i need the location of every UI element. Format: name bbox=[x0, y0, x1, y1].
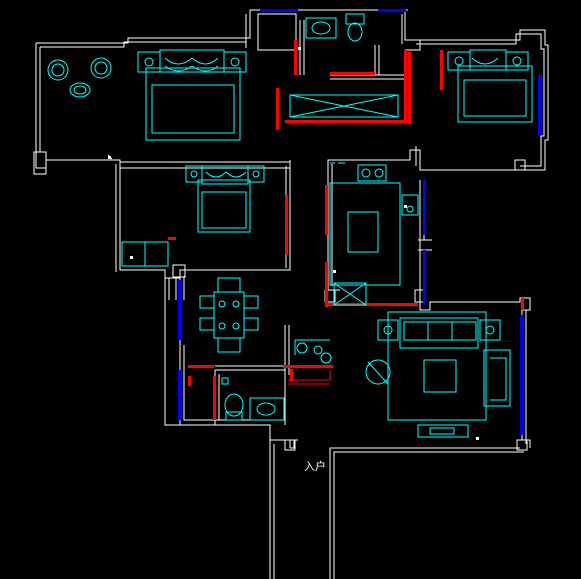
entry-cabinet bbox=[294, 339, 332, 364]
living-room-sofa-set bbox=[365, 311, 511, 438]
bedroom-3-bed bbox=[447, 49, 533, 123]
dining-table bbox=[199, 277, 259, 353]
bedroom-1-bed bbox=[137, 49, 247, 141]
balcony-chairs bbox=[47, 57, 112, 98]
kitchen bbox=[329, 162, 419, 306]
doors bbox=[168, 40, 524, 441]
bathroom-2-fixtures bbox=[221, 377, 285, 421]
bedroom-2-bed bbox=[185, 165, 265, 233]
furniture bbox=[47, 13, 533, 440]
windows bbox=[178, 9, 542, 435]
bedroom-2-cabinet bbox=[121, 241, 169, 267]
entrance-label: 入户 bbox=[304, 460, 326, 473]
bathroom-1-fixtures bbox=[289, 13, 399, 118]
